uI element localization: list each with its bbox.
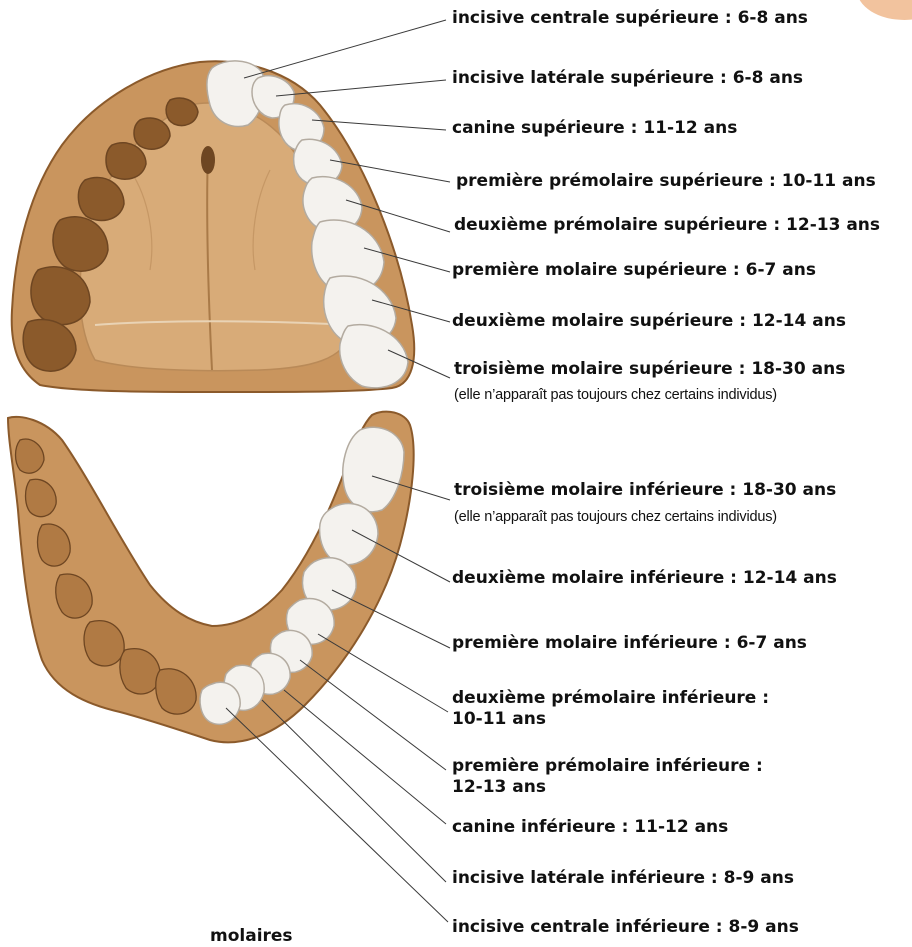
- label-lower-third-molar: troisième molaire inférieure : 18-30 ans: [454, 480, 836, 501]
- label-upper-third-molar: troisième molaire supérieure : 18-30 ans: [454, 359, 845, 380]
- label-upper-lateral-incisor: incisive latérale supérieure : 6-8 ans: [452, 68, 803, 89]
- leader-lower-8: [226, 708, 448, 922]
- label-lower-second-molar: deuxième molaire inférieure : 12-14 ans: [452, 568, 852, 589]
- label-lower-first-molar: première molaire inférieure : 6-7 ans: [452, 633, 807, 654]
- note-upper-third-molar: (elle n’apparaît pas toujours chez certa…: [454, 386, 777, 404]
- note-lower-third-molar: (elle n’apparaît pas toujours chez certa…: [454, 508, 777, 526]
- leader-lower-7: [262, 700, 446, 882]
- cropped-bottom-text: molaires: [210, 926, 293, 947]
- upper-jaw-illustration: [12, 61, 415, 392]
- label-upper-first-molar: première molaire supérieure : 6-7 ans: [452, 260, 816, 281]
- leader-upper-1: [244, 20, 446, 78]
- label-lower-central-incisor: incisive centrale inférieure : 8-9 ans: [452, 917, 799, 938]
- label-lower-first-premolar: première prémolaire inférieure : 12-13 a…: [452, 756, 772, 798]
- label-upper-central-incisor: incisive centrale supérieure : 6-8 ans: [452, 8, 808, 29]
- lower-jaw-illustration: [8, 412, 414, 743]
- leader-lower-6: [284, 690, 446, 824]
- label-upper-canine: canine supérieure : 11-12 ans: [452, 118, 737, 139]
- label-lower-lateral-incisor: incisive latérale inférieure : 8-9 ans: [452, 868, 794, 889]
- label-lower-canine: canine inférieure : 11-12 ans: [452, 817, 728, 838]
- leader-lower-5: [300, 660, 446, 770]
- label-upper-first-premolar: première prémolaire supérieure : 10-11 a…: [456, 171, 876, 192]
- label-upper-second-molar: deuxième molaire supérieure : 12-14 ans: [452, 311, 846, 332]
- leader-lower-4: [318, 634, 448, 712]
- label-upper-second-premolar: deuxième prémolaire supérieure : 12-13 a…: [454, 215, 880, 236]
- label-lower-second-premolar: deuxième prémolaire inférieure : 10-11 a…: [452, 688, 782, 730]
